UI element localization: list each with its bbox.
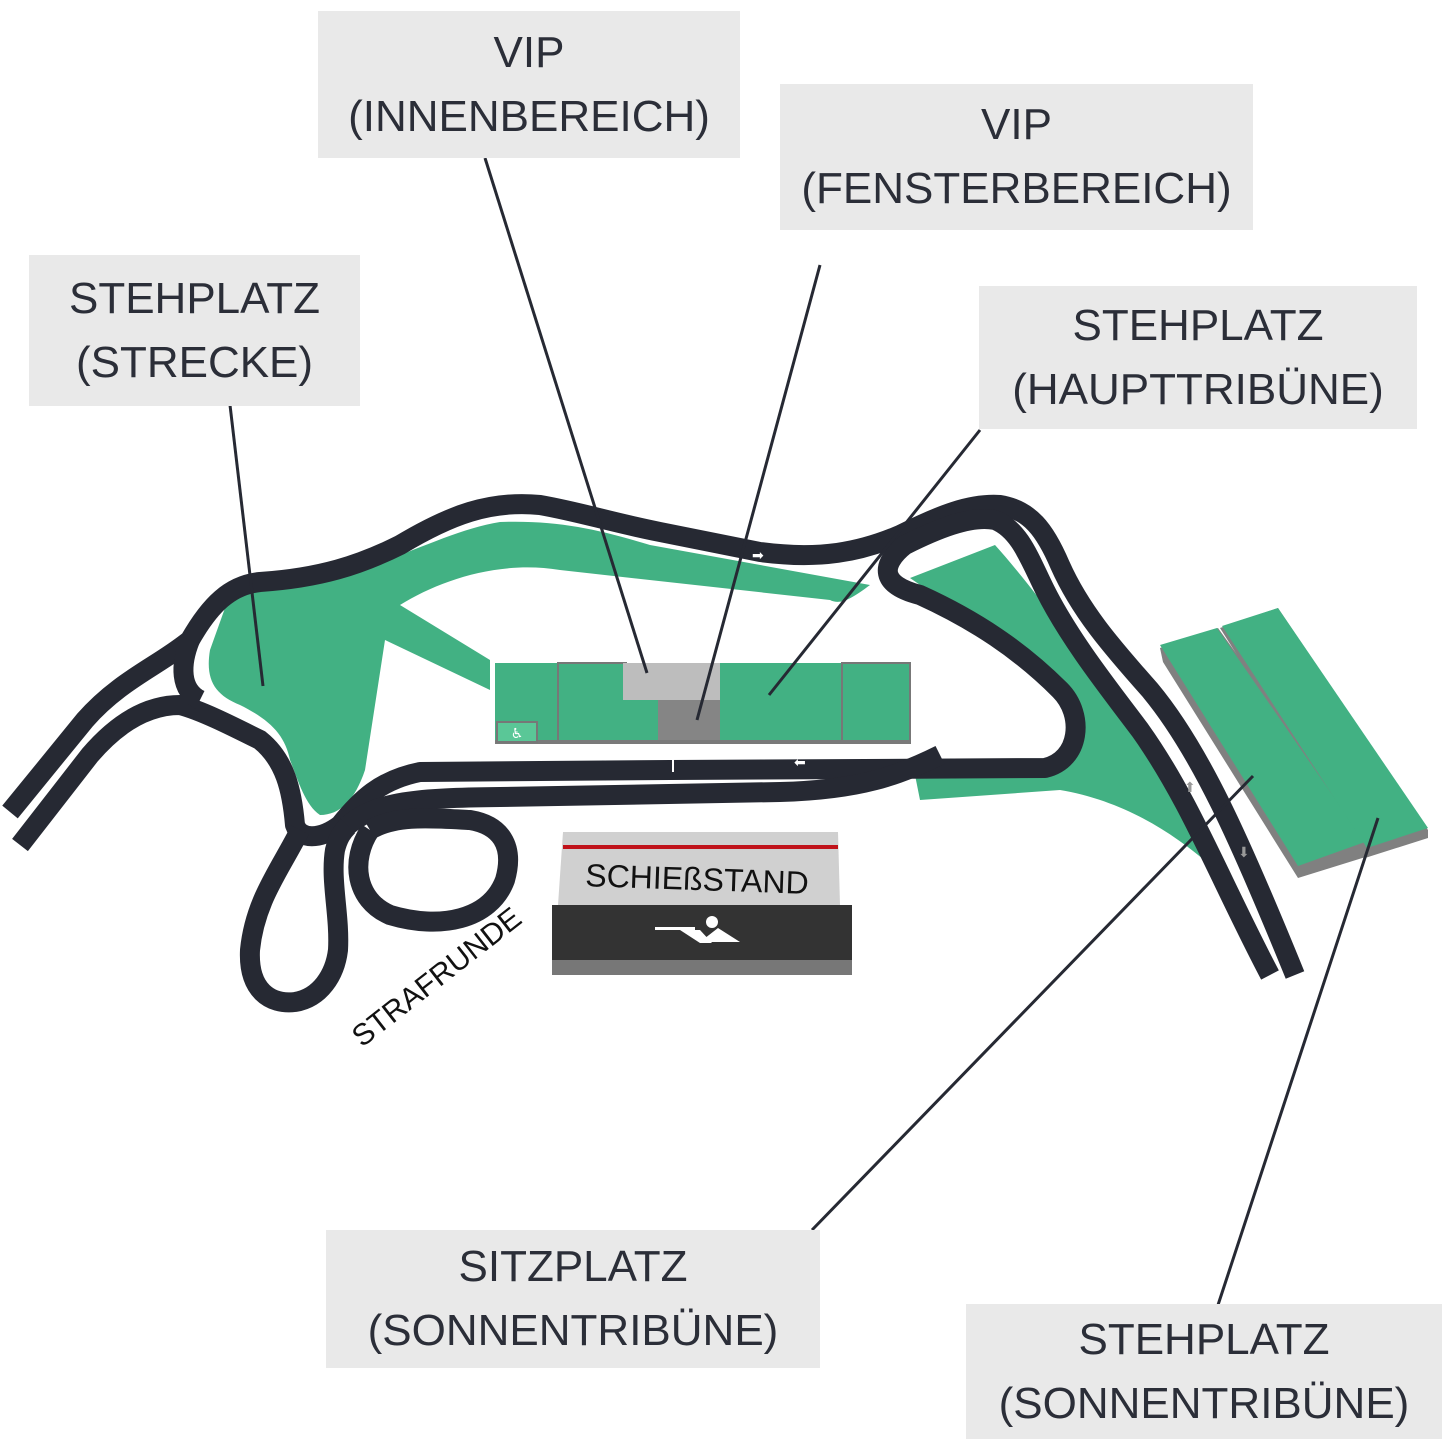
- wheelchair-icon: ♿: [511, 725, 524, 741]
- label-vip-innenbereich: VIP (INNENBEREICH): [318, 11, 740, 158]
- shooting-range-label: SCHIEßSTAND: [585, 857, 810, 901]
- label-line: (SONNENTRIBÜNE): [367, 1306, 779, 1355]
- vip-fensterbereich[interactable]: [658, 700, 720, 743]
- label-line: VIP: [493, 27, 565, 77]
- label-line: SITZPLATZ: [458, 1242, 688, 1291]
- label-line: (FENSTERBEREICH): [801, 164, 1232, 213]
- label-line: (SONNENTRIBÜNE): [998, 1378, 1410, 1428]
- label-line: (STRECKE): [75, 337, 314, 387]
- label-line: VIP: [981, 100, 1052, 149]
- label-line: STEHPLATZ: [1078, 1314, 1330, 1364]
- label-line: (INNENBEREICH): [348, 91, 710, 141]
- label-sitzplatz-sonnentribuene: SITZPLATZ (SONNENTRIBÜNE): [326, 1230, 820, 1368]
- main-grandstand: ♿: [495, 662, 911, 744]
- direction-arrow-icon: ⬅: [794, 754, 806, 770]
- shooting-range[interactable]: SCHIEßSTAND: [552, 832, 852, 975]
- direction-arrow-icon: ⬇: [1238, 844, 1250, 860]
- label-vip-fensterbereich: VIP (FENSTERBEREICH): [780, 84, 1253, 230]
- rifle-shooter-icon: [655, 916, 740, 943]
- direction-arrow-icon: ➡: [752, 547, 764, 563]
- label-line: STEHPLATZ: [68, 273, 320, 323]
- stehplatz-haupttribuene[interactable]: [720, 663, 842, 743]
- stehplatz-strecke-area[interactable]: [208, 521, 870, 815]
- label-line: STEHPLATZ: [1072, 300, 1324, 350]
- label-line: (HAUPTTRIBÜNE): [1012, 364, 1384, 414]
- label-stehplatz-sonnentribuene: STEHPLATZ (SONNENTRIBÜNE): [966, 1304, 1442, 1439]
- label-stehplatz-strecke: STEHPLATZ (STRECKE): [29, 255, 360, 406]
- label-stehplatz-haupttribuene: STEHPLATZ (HAUPTTRIBÜNE): [979, 286, 1417, 429]
- sonnentribuene[interactable]: [1160, 608, 1428, 878]
- ski-track: [2, 494, 1305, 1013]
- direction-arrow-icon: ⬆: [1184, 779, 1196, 795]
- leader-lines: [228, 157, 1380, 1306]
